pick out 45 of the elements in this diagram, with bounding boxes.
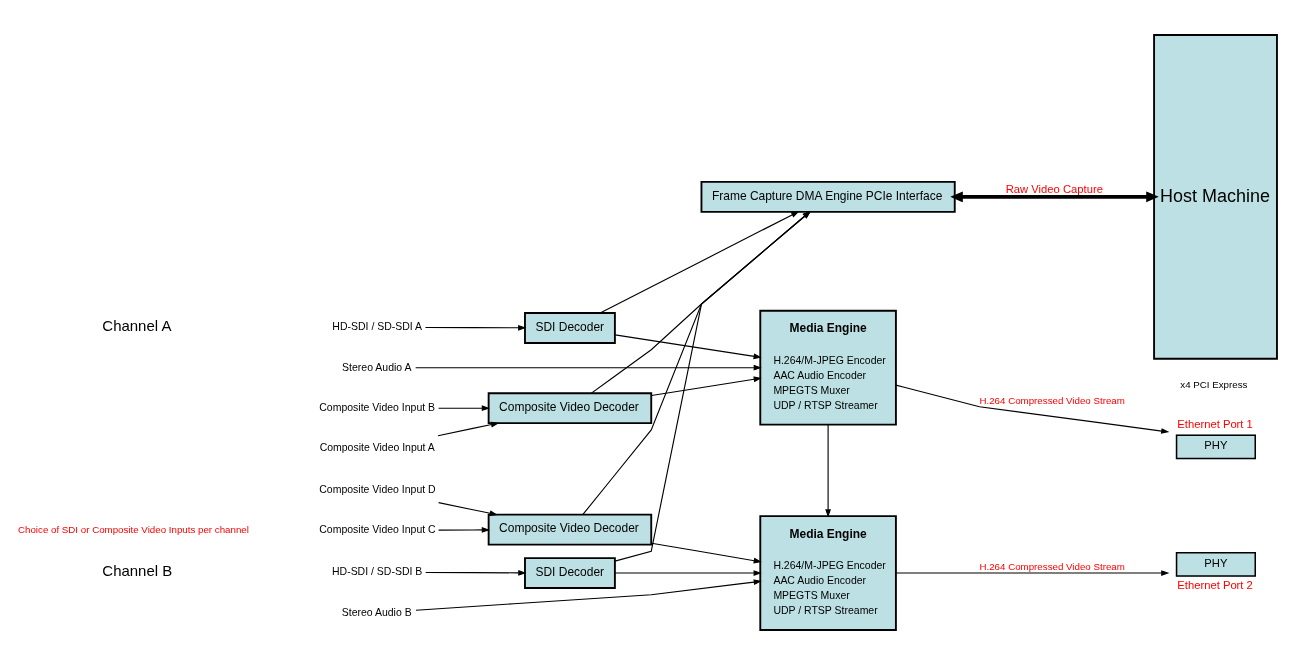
arrow bbox=[614, 333, 762, 359]
arrow bbox=[825, 423, 831, 518]
node-text: Stereo Audio B bbox=[341, 606, 412, 618]
arrow bbox=[425, 569, 527, 576]
node-box: Composite Video Decoder bbox=[487, 513, 653, 545]
arrow bbox=[614, 210, 811, 562]
node-box: SDI Decoder bbox=[524, 556, 616, 589]
arrow bbox=[651, 375, 762, 396]
node-text: HD-SDI / SD-SDI B bbox=[332, 565, 423, 577]
node-box: Media Engine H.264/M-JPEG Encoder AAC Audio Encoder MPEGTS Muxer UDP / RTSP Streamer bbox=[759, 309, 897, 426]
node-box: SDI Decoder bbox=[524, 311, 616, 344]
label: Channel A bbox=[102, 316, 172, 334]
node-text: Composite Video Input C bbox=[319, 523, 436, 535]
arrow bbox=[415, 364, 762, 371]
arrow bbox=[599, 210, 800, 313]
arrow bbox=[438, 404, 490, 411]
node-text: Stereo Audio A bbox=[342, 360, 412, 372]
arrow bbox=[950, 190, 1159, 202]
arrow bbox=[614, 569, 762, 576]
node-box: Host Machine bbox=[1153, 33, 1278, 360]
arrow bbox=[437, 421, 500, 436]
edge-label: Raw Video Capture bbox=[1005, 182, 1103, 195]
arrow bbox=[438, 501, 498, 516]
arrow bbox=[651, 542, 762, 563]
arrow bbox=[582, 210, 811, 515]
arrow bbox=[895, 384, 1170, 434]
node-label: Ethernet Port 1 bbox=[1177, 417, 1253, 430]
node-text: HD-SDI / SD-SDI A bbox=[332, 320, 423, 332]
node-box: Frame Capture DMA Engine PCIe Interface bbox=[700, 180, 956, 213]
arrow bbox=[895, 569, 1170, 576]
arrow bbox=[415, 578, 762, 611]
edge-label: H.264 Compressed Video Stream bbox=[979, 394, 1125, 406]
arrow bbox=[590, 210, 811, 394]
arrow bbox=[438, 526, 490, 533]
node-box: Media Engine H.264/M-JPEG Encoder AAC Audio Encoder MPEGTS Muxer UDP / RTSP Streamer bbox=[759, 514, 897, 631]
node-label: Ethernet Port 2 bbox=[1177, 578, 1253, 591]
node-text: Composite Video Input B bbox=[319, 401, 436, 413]
label: x4 PCI Express bbox=[1180, 378, 1248, 390]
edge-label: H.264 Compressed Video Stream bbox=[979, 560, 1125, 572]
arrow bbox=[424, 324, 527, 331]
node-box: Composite Video Decoder bbox=[487, 391, 653, 424]
label: Channel B bbox=[102, 561, 173, 579]
node-text: Composite Video Input D bbox=[319, 483, 436, 495]
node-text: Composite Video Input A bbox=[319, 441, 435, 453]
label: Choice of SDI or Composite Video Inputs per channel bbox=[18, 523, 249, 535]
